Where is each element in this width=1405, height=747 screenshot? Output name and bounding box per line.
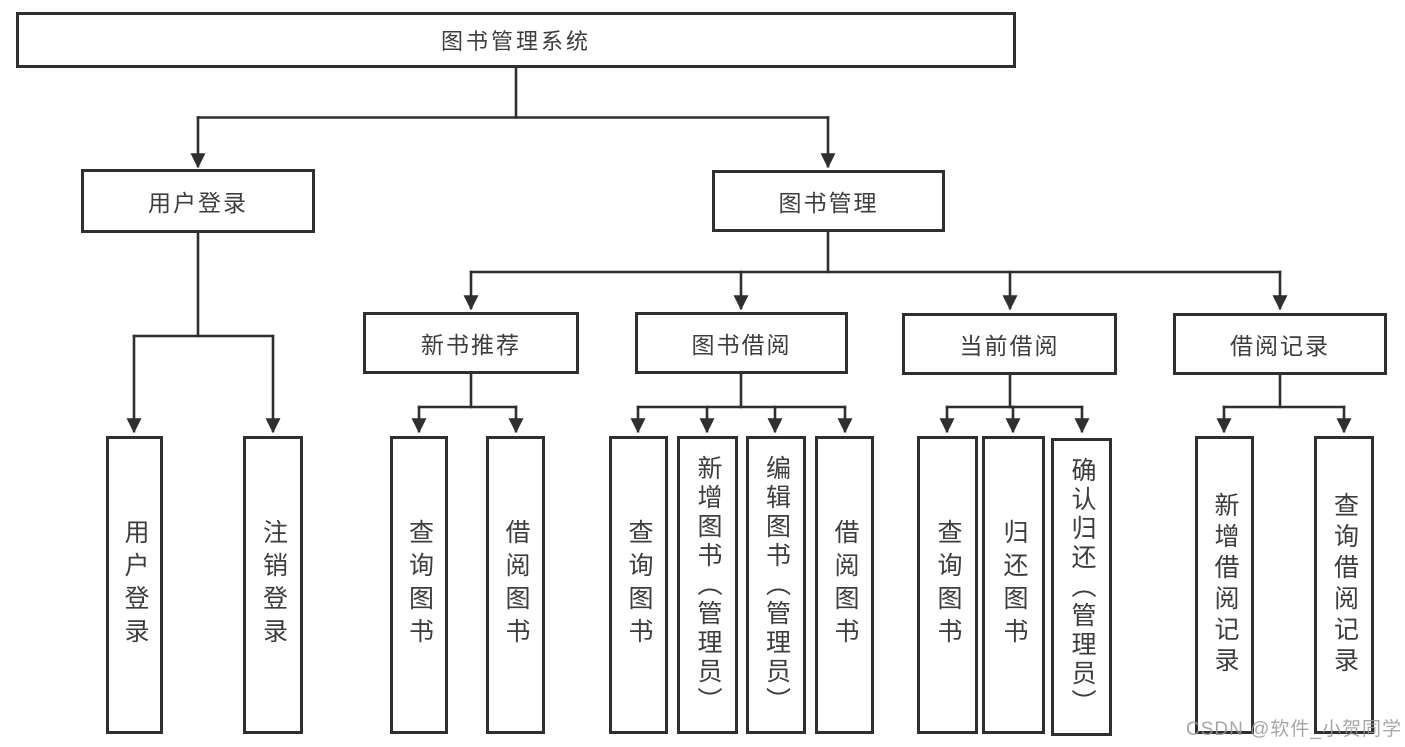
connector-current-borrow-to-leaves [939,373,1090,434]
connector-borrow-records-to-leaves [1216,373,1352,434]
node-root-system: 图书管理系统 [16,12,1016,68]
leaf-recommend-query-book: 查询图书 [390,436,448,734]
leaf-borrow-borrow-book: 借阅图书 [815,436,874,734]
leaf-current-confirm-return-admin: 确认归还（管理员） [1051,438,1112,736]
leaf-borrow-query-book: 查询图书 [609,436,668,734]
node-book-management: 图书管理 [712,170,945,232]
node-borrow-records: 借阅记录 [1173,313,1387,375]
node-new-book-recommend: 新书推荐 [363,312,579,374]
leaf-current-query-book: 查询图书 [917,436,978,734]
leaf-logout: 注销登录 [243,436,303,734]
connector-book-borrow-to-leaves [630,372,853,434]
leaf-borrow-edit-book-admin: 编辑图书（管理员） [746,436,806,734]
connector-root-to-level2 [190,66,836,169]
node-book-borrow: 图书借阅 [635,312,848,374]
connector-new-book-recommend-to-leaves [411,372,524,434]
node-current-borrow: 当前借阅 [902,313,1117,375]
leaf-user-login: 用户登录 [106,436,163,734]
leaf-records-add-record: 新增借阅记录 [1195,436,1254,734]
connector-book-management-to-level3 [463,230,1288,311]
leaf-borrow-add-book-admin: 新增图书（管理员） [677,436,738,734]
leaf-current-return-book: 归还图书 [982,436,1045,734]
node-user-login: 用户登录 [81,169,315,233]
leaf-recommend-borrow-book: 借阅图书 [486,436,545,734]
csdn-watermark: CSDN @软件_小贺同学 [1186,719,1402,740]
connector-user-login-to-leaves [126,231,281,434]
leaf-records-query-record: 查询借阅记录 [1314,436,1374,734]
